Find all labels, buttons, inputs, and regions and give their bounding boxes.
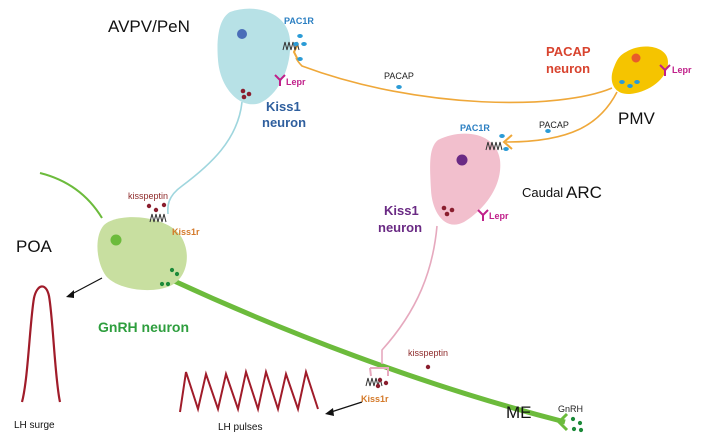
lepr-pmv-receptor [659,64,671,76]
region-pmv: PMV [618,109,656,128]
kisspeptin-dot [153,207,159,213]
vesicle [444,211,450,217]
region-arc-prefix: Caudal [522,185,563,200]
arrow-head [325,408,334,416]
lepr-pmv-label: Lepr [672,65,692,75]
kiss1-arc-terminal [369,367,389,377]
kiss1-arc-axon [381,225,438,364]
lepr-arc-label: Lepr [489,211,509,221]
region-poa: POA [16,237,53,256]
kiss1-avpv-cell [217,8,291,105]
gnrh-axon [170,277,566,425]
pacap-dot [297,57,303,61]
kiss1r-poa-label: Kiss1r [172,227,200,237]
pacap-dot [499,134,505,138]
gnrh-dendrite [39,172,103,219]
lh-pulses-trace [179,368,319,413]
pac1r-arc-receptor [485,141,503,151]
vesicle [246,91,252,97]
kiss1-arc-cell [430,133,501,225]
kiss1-avpv-nucleus [237,29,247,39]
region-me: ME [506,403,532,422]
vesicle [241,94,247,100]
vesicle [159,281,165,287]
lepr-avpv-label: Lepr [286,77,306,87]
vesicle [449,207,455,213]
kisspeptin-dot [377,377,383,383]
kisspeptin-dot [425,364,431,370]
pacap-nucleus [631,53,641,63]
kiss1-arc-label-line2: neuron [378,220,422,235]
kisspeptin-label-poa: kisspeptin [128,191,168,201]
gnrh-neuron-label: GnRH neuron [98,319,189,335]
gnrh-dot [570,416,576,422]
gnrh-dot [577,420,583,426]
pacap-dot [297,34,303,38]
gnrh-dot [578,427,584,433]
lh-surge-label: LH surge [14,420,55,431]
kisspeptin-dot [146,203,152,209]
kiss1-avpv-axon [166,101,243,215]
kiss1-arc-label-line1: Kiss1 [384,203,419,218]
vesicle [165,281,171,287]
pacap-cell [611,46,668,95]
pacap-ligand-label-arc: PACAP [539,120,569,130]
vesicle [240,88,246,94]
kisspeptin-dot [383,380,389,386]
pacap-axon-arc [505,91,618,143]
kiss1-arc-nucleus [456,154,468,166]
arrow-head [66,290,74,298]
kiss1r-me-label: Kiss1r [361,394,389,404]
arrow-to-lh-pulses [327,401,363,414]
lepr-arc-receptor [477,209,489,221]
gnrh-terminal [556,412,569,432]
pacap-label-line1: PACAP [546,44,591,59]
pacap-terminal-avpv [292,43,299,61]
pacap-dot [293,42,299,46]
vesicle [169,267,175,273]
kiss1-avpv-label-line2: neuron [262,115,306,130]
pacap-dot [619,80,625,84]
kiss1-avpv-label-line1: Kiss1 [266,99,301,114]
pacap-dot [545,129,551,133]
pac1r-arc-label: PAC1R [460,123,490,133]
kisspeptin-label-me: kisspeptin [408,348,448,358]
lh-surge-trace [20,285,62,403]
region-arc: ARC [566,183,602,202]
pac1r-avpv-label: PAC1R [284,16,314,26]
vesicle [174,271,180,277]
pacap-dot [503,147,509,151]
pacap-label-line2: neuron [546,61,590,76]
gnrh-dot [571,426,577,432]
kiss1r-poa-receptor [149,213,167,223]
lh-pulses-label: LH pulses [218,422,262,433]
gnrh-ligand-label: GnRH [558,404,583,414]
kisspeptin-dot [375,383,381,389]
kisspeptin-dot [161,202,167,208]
gnrh-nucleus [110,234,122,246]
pacap-dot [634,80,640,84]
vesicle [441,205,447,211]
pacap-dot [627,84,633,88]
pacap-axon-avpv [295,57,613,104]
gnrh-cell [97,217,187,291]
pacap-ligand-label-top: PACAP [384,71,414,81]
pacap-dot [396,85,402,89]
lepr-avpv-receptor [274,74,286,86]
pacap-dot [301,42,307,46]
region-avpv: AVPV/PeN [108,17,190,36]
pacap-terminal-arc [502,134,513,150]
